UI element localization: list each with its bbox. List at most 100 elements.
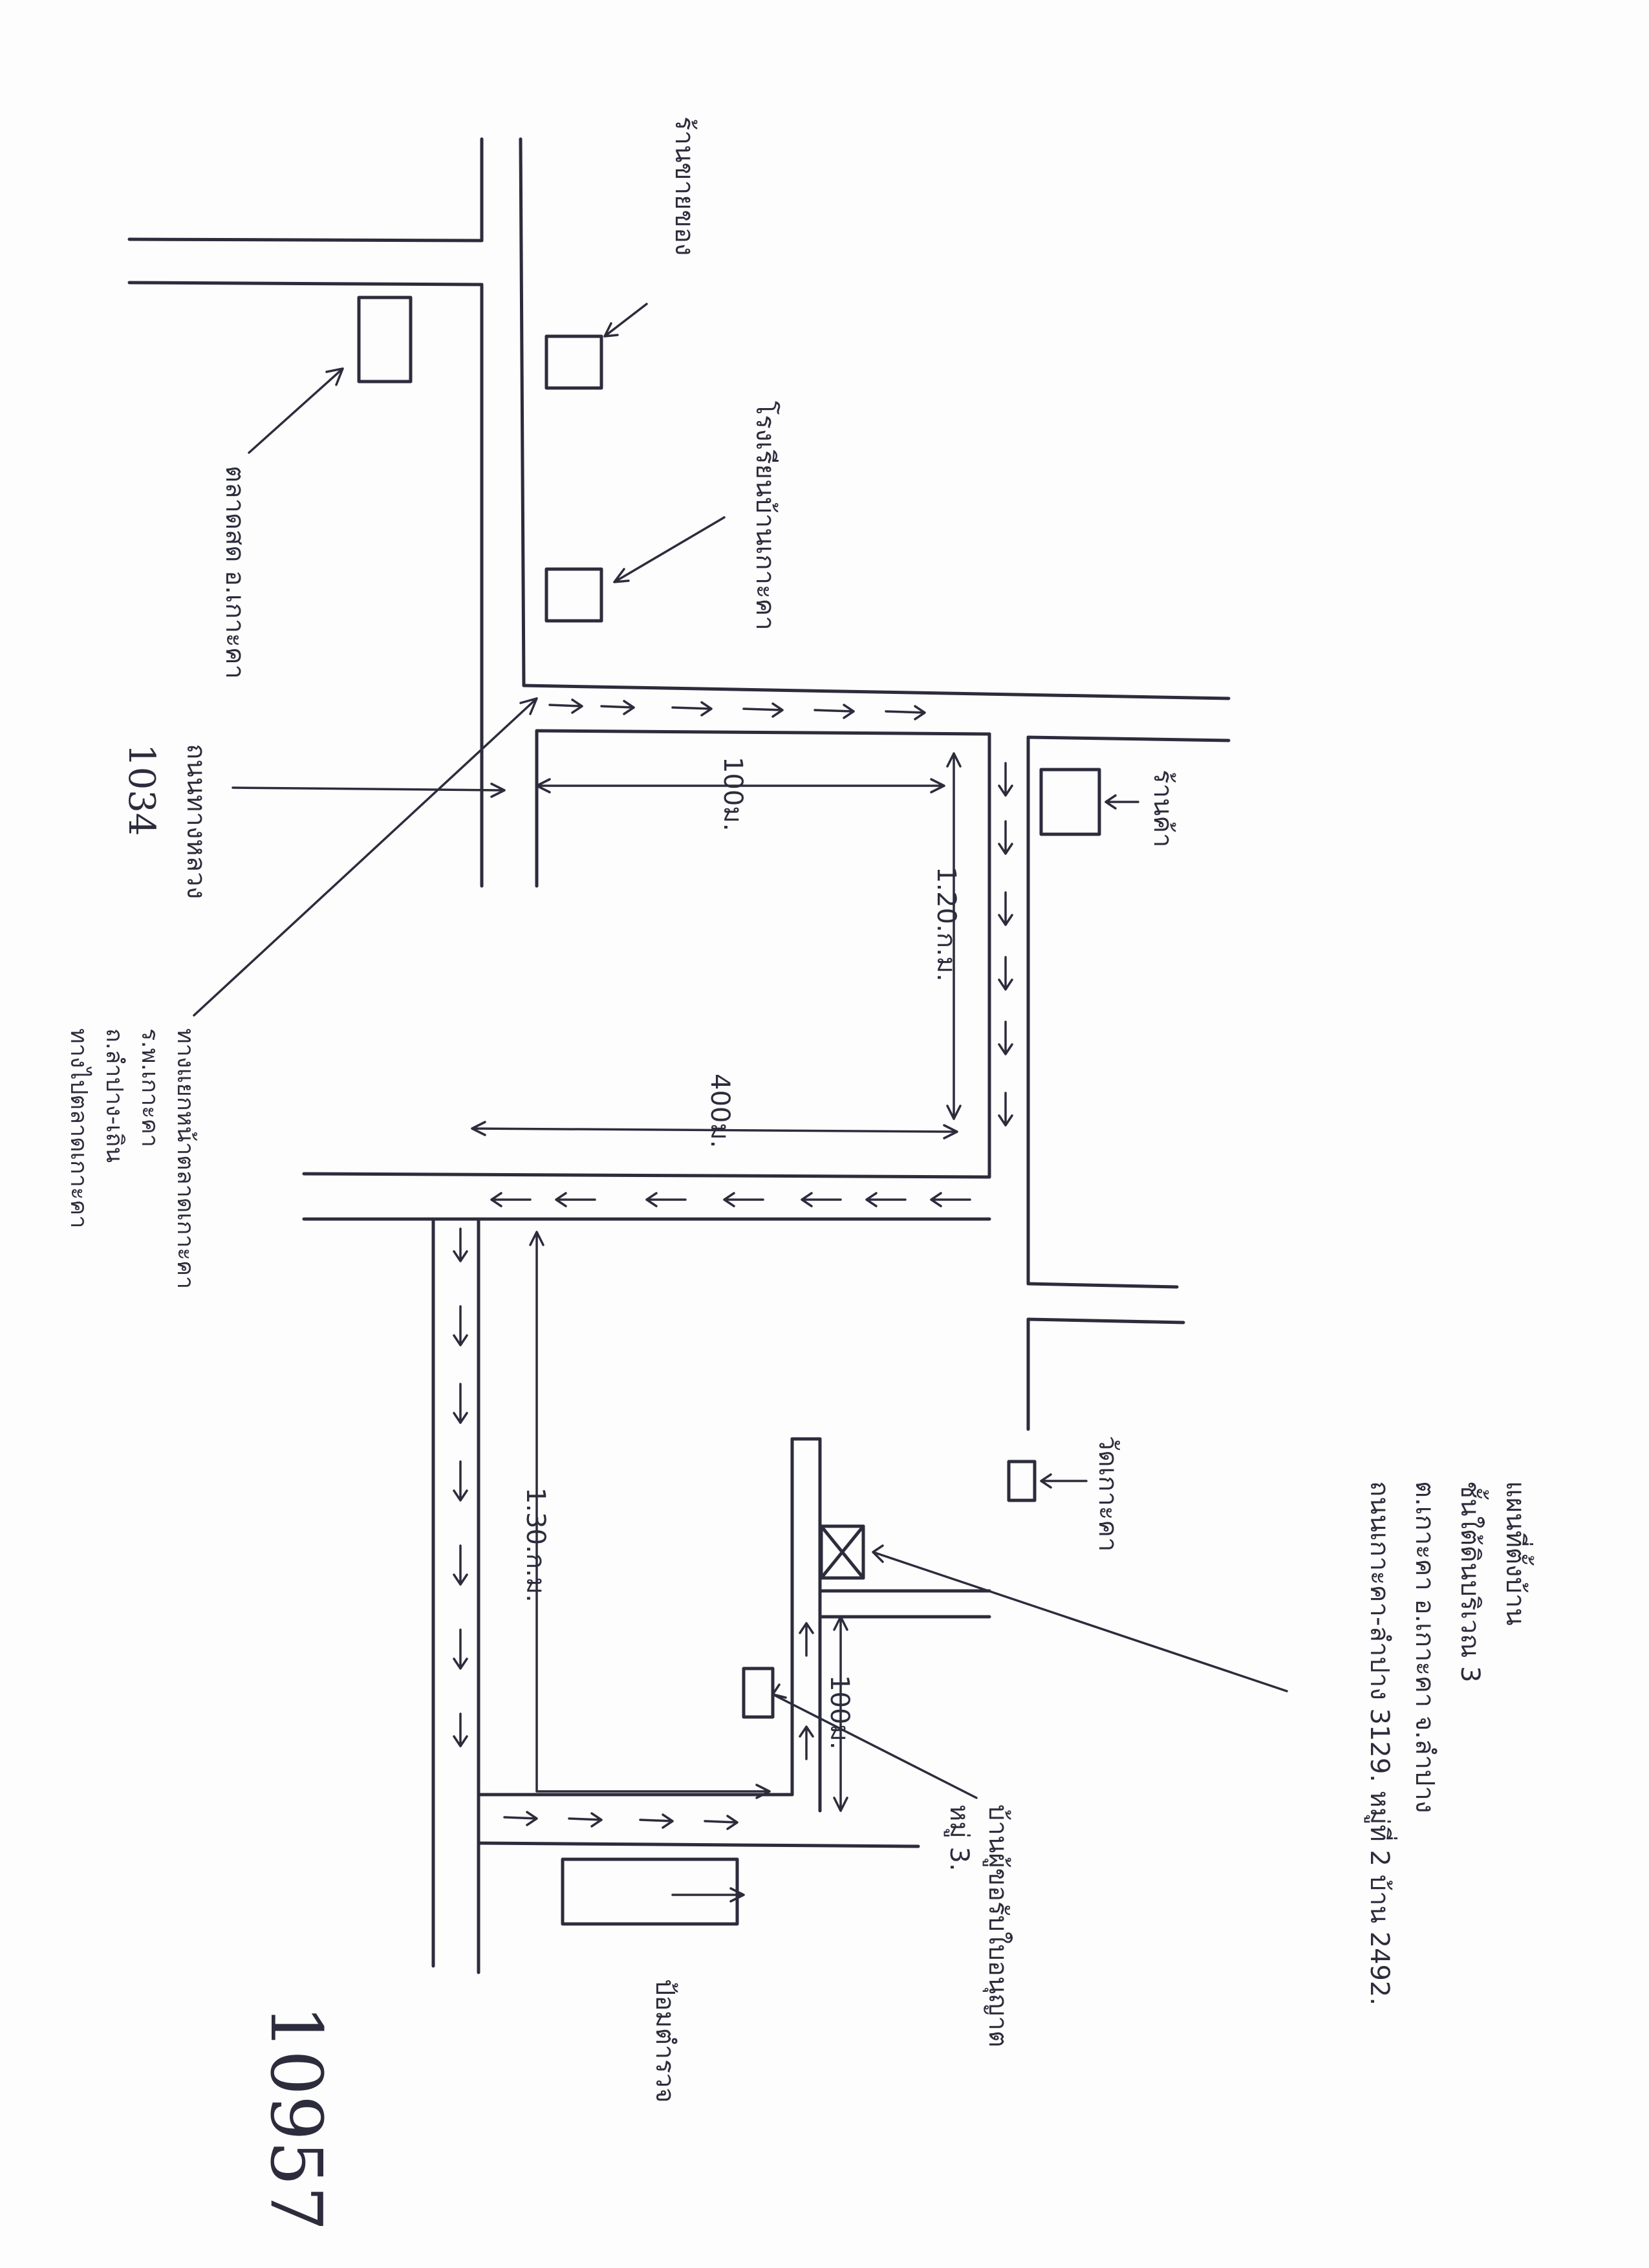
leader-market bbox=[248, 367, 344, 454]
upper-road-bottom-edge-right bbox=[1026, 735, 1231, 742]
bottom-left-building bbox=[561, 1857, 739, 1926]
route-arrow bbox=[814, 704, 855, 719]
start-line3-text: ถ.ลำปาง-เถิน bbox=[101, 1028, 127, 1163]
upper-road-bottom-edge-left bbox=[535, 729, 991, 736]
dimension-lines bbox=[471, 752, 962, 1812]
label-shop-right: ร้านค้า bbox=[1148, 770, 1178, 848]
leader-shop-right bbox=[1105, 794, 1139, 810]
middle-road-top-edge bbox=[302, 1172, 991, 1179]
seg4-text: 1.30.ก.ม. bbox=[521, 1487, 550, 1603]
seg3-text: 400ม. bbox=[705, 1074, 735, 1148]
leader-house bbox=[771, 1683, 978, 1799]
label-start-point: ทางแยกหน้าตลาดเกาะคา ร.พ.เกาะคา ถ.ลำปาง-… bbox=[65, 1028, 199, 1289]
label-highway: ถนนทางหลวง 1034 bbox=[120, 744, 211, 899]
label-market: ตลาดสด อ.เกาะคา bbox=[220, 466, 250, 679]
house-line2-text: หมู่ 3. bbox=[944, 1804, 974, 1872]
highway-label-text: ถนนทางหลวง bbox=[181, 744, 211, 899]
route-arrow bbox=[865, 1192, 907, 1207]
label-seg4: 1.30.ก.ม. bbox=[521, 1487, 550, 1603]
house-line1-text: บ้านผู้ขอรับใบอนุญาต bbox=[982, 1804, 1013, 2047]
target-line1-text: ชั้นใต้ดินบริเวณ 3 bbox=[1455, 1481, 1489, 1683]
label-seg2: 1.20.ก.ม. bbox=[931, 867, 961, 982]
label-wat: วัดเกาะคา bbox=[1093, 1436, 1123, 1552]
bottom-road-bottom-edge bbox=[477, 1841, 920, 1848]
leader-arrows bbox=[193, 303, 1288, 1903]
shop-top-label-text: ร้านขายของ bbox=[669, 116, 699, 255]
wat-building bbox=[1007, 1460, 1037, 1502]
label-shop-top: ร้านขายของ bbox=[669, 116, 699, 255]
dimension-seg2 bbox=[946, 752, 962, 1120]
label-bottom-left: ป้อมตำรวจ bbox=[650, 1979, 680, 2103]
shop-right-label-text: ร้านค้า bbox=[1148, 770, 1178, 848]
highway-number-text: 1034 bbox=[120, 744, 162, 836]
route-arrows bbox=[453, 698, 1013, 1830]
wat-label-text: วัดเกาะคา bbox=[1093, 1436, 1123, 1552]
id-number-text: 10957 bbox=[255, 2005, 338, 2231]
target-line2-text: ต.เกาะคา อ.เกาะคา จ.ลำปาง bbox=[1410, 1481, 1439, 1813]
road-top-left-edge-1 bbox=[127, 237, 484, 243]
route-arrow bbox=[503, 1811, 538, 1826]
leader-school bbox=[613, 516, 726, 583]
market-building bbox=[357, 296, 413, 383]
dimension-seg4 bbox=[529, 1231, 771, 1799]
shop-right-building bbox=[1039, 768, 1101, 836]
route-arrow bbox=[548, 698, 583, 714]
route-arrow bbox=[453, 1383, 468, 1424]
route-arrow bbox=[453, 1460, 468, 1502]
start-line2-text: ร.พ.เกาะคา bbox=[136, 1028, 163, 1147]
label-id-number: 10957 bbox=[255, 2005, 338, 2231]
label-seg5: 100ม. bbox=[824, 1675, 854, 1749]
leader-bottom-left bbox=[671, 1887, 745, 1903]
label-target: แผนที่ตั้งบ้าน ชั้นใต้ดินบริเวณ 3 ต.เกาะ… bbox=[1364, 1481, 1535, 2005]
leader-shop-top bbox=[603, 303, 648, 338]
upper-road-top-edge bbox=[522, 684, 1231, 700]
target-header-text: แผนที่ตั้งบ้าน bbox=[1500, 1481, 1535, 1626]
route-arrow bbox=[801, 1192, 842, 1207]
route-arrow bbox=[930, 1192, 971, 1207]
house-building bbox=[742, 1667, 775, 1719]
route-arrow bbox=[453, 1227, 468, 1262]
labels: ตลาดสด อ.เกาะคา ร้านขายของ โรงเรียนบ้านเ… bbox=[65, 116, 1535, 2231]
bottom-left-label-text: ป้อมตำรวจ bbox=[650, 1979, 680, 2103]
route-arrow bbox=[453, 1305, 468, 1346]
route-arrow bbox=[998, 762, 1013, 797]
route-arrow bbox=[998, 1092, 1013, 1127]
label-school: โรงเรียนบ้านเกาะคา bbox=[750, 401, 780, 631]
label-seg3: 400ม. bbox=[705, 1074, 735, 1148]
road-top-left-edge-2 bbox=[127, 281, 484, 286]
route-arrow bbox=[639, 1813, 674, 1829]
target-building bbox=[819, 1524, 865, 1580]
school-building bbox=[544, 567, 603, 623]
route-arrow bbox=[998, 820, 1013, 855]
route-arrow bbox=[568, 1812, 603, 1828]
label-house: บ้านผู้ขอรับใบอนุญาต หมู่ 3. bbox=[944, 1804, 1013, 2047]
route-arrow bbox=[453, 1544, 468, 1586]
leader-wat bbox=[1040, 1473, 1088, 1489]
route-arrow bbox=[490, 1192, 532, 1207]
label-seg1: 100ม. bbox=[718, 757, 748, 831]
route-arrow bbox=[671, 701, 713, 717]
route-arrow bbox=[799, 1622, 814, 1657]
right-road-branch-top bbox=[1026, 1282, 1179, 1289]
right-road-branch-bottom bbox=[1026, 1317, 1185, 1324]
route-arrow bbox=[453, 1628, 468, 1670]
route-arrow bbox=[704, 1815, 738, 1830]
highway-right-edge-upper bbox=[519, 137, 526, 687]
dimension-seg5 bbox=[833, 1615, 848, 1812]
route-arrow bbox=[742, 702, 784, 718]
route-arrow bbox=[998, 891, 1013, 926]
route-arrow bbox=[453, 1712, 468, 1747]
buildings bbox=[357, 296, 1101, 1926]
target-line3-text: ถนนเกาะคา-ลำปาง 3129. หมู่ที่ 2 บ้าน 249… bbox=[1364, 1481, 1397, 2005]
roads bbox=[127, 137, 1231, 1974]
dimension-seg1 bbox=[535, 778, 945, 794]
route-arrow bbox=[645, 1192, 687, 1207]
school-label-text: โรงเรียนบ้านเกาะคา bbox=[750, 401, 780, 631]
route-arrow bbox=[998, 1021, 1013, 1055]
route-arrow bbox=[799, 1725, 814, 1760]
seg5-text: 100ม. bbox=[824, 1675, 854, 1749]
route-arrow bbox=[998, 956, 1013, 991]
route-arrow bbox=[885, 705, 926, 720]
